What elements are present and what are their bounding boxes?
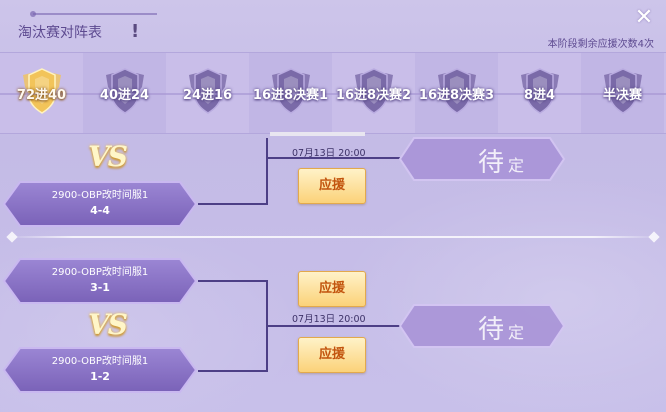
shield-icon: [189, 68, 227, 114]
pending-slot: 待定: [398, 303, 566, 349]
stage-tab-label: 40进24: [99, 88, 150, 103]
vs-label: VS: [88, 140, 128, 173]
stage-tab-label: 16进8决赛1: [252, 88, 329, 103]
pending-slot: 待定: [398, 136, 566, 182]
close-button[interactable]: ✕: [634, 5, 654, 30]
stage-tab[interactable]: 72进40: [0, 53, 83, 133]
separator-dot: [648, 231, 660, 243]
match-time: 07月13日 20:00: [292, 314, 366, 325]
bracket-line: [266, 157, 400, 159]
remaining-cheer-count: 本阶段剩余应援次数4次: [547, 39, 654, 50]
shield-icon: [106, 68, 144, 114]
stage-tab[interactable]: 8进4: [498, 53, 581, 133]
stage-tab[interactable]: 24进16: [166, 53, 249, 133]
pending-text: 待定: [478, 148, 529, 178]
title-decoration-line: [33, 13, 157, 15]
team-name: 2900-OBP改时间服1: [51, 356, 149, 367]
pending-text: 待定: [478, 315, 529, 345]
stage-tab-label: 半决赛: [602, 88, 642, 103]
info-icon[interactable]: !: [131, 21, 140, 42]
bracket-line: [266, 325, 400, 327]
stage-tab-label: 24进16: [182, 88, 233, 103]
team-name: 2900-OBP改时间服1: [51, 267, 149, 278]
team-score: 1-2: [90, 370, 110, 383]
shield-icon: [272, 68, 310, 114]
stage-tab-label: 16进8决赛2: [335, 88, 412, 103]
vs-label: VS: [88, 308, 128, 341]
divider: [270, 132, 365, 136]
header: 淘汰赛对阵表 ! ✕ 本阶段剩余应援次数4次: [0, 0, 666, 52]
cheer-button[interactable]: 应援: [298, 168, 366, 204]
stage-tab[interactable]: 16进8决赛1: [249, 53, 332, 133]
cheer-button[interactable]: 应援: [298, 271, 366, 307]
shield-icon: [438, 68, 476, 114]
stage-tab-label: 72进40: [16, 88, 67, 103]
shield-icon: [355, 68, 393, 114]
team-plate[interactable]: 2900-OBP改时间服1 4-4: [2, 180, 198, 228]
bracket-line: [266, 138, 268, 205]
team-score: 4-4: [90, 204, 110, 217]
bracket-line: [198, 280, 268, 282]
shield-icon: [604, 68, 642, 114]
team-plate-shape: [2, 181, 198, 227]
bracket-line: [198, 370, 268, 372]
stage-tab[interactable]: 40进24: [83, 53, 166, 133]
stage-tab[interactable]: 半决赛: [581, 53, 664, 133]
team-plate-shape: [2, 258, 198, 304]
stage-tab-label: 16进8决赛3: [418, 88, 495, 103]
match-time: 07月13日 20:00: [292, 148, 366, 159]
stage-tab-label: 8进4: [523, 88, 556, 103]
cheer-button[interactable]: 应援: [298, 337, 366, 373]
bracket-separator: [8, 236, 658, 238]
stage-tab[interactable]: 16进8决赛2: [332, 53, 415, 133]
team-name: 2900-OBP改时间服1: [51, 190, 149, 201]
shield-icon: [23, 68, 61, 114]
team-plate[interactable]: 2900-OBP改时间服1 3-1: [2, 257, 198, 305]
page-title: 淘汰赛对阵表: [18, 25, 102, 41]
team-score: 3-1: [90, 281, 110, 294]
team-plate[interactable]: 2900-OBP改时间服1 1-2: [2, 346, 198, 394]
stage-tabs: 72进40 40进24 24进16 16进8决赛1 16进8决赛2 16进8决赛3 8进4 半…: [0, 52, 666, 134]
team-plate-shape: [2, 347, 198, 393]
bracket-line: [198, 203, 268, 205]
separator-dot: [6, 231, 18, 243]
stage-tab[interactable]: 16进8决赛3: [415, 53, 498, 133]
shield-icon: [521, 68, 559, 114]
pending-plate-shape: [398, 304, 566, 348]
pending-plate-shape: [398, 137, 566, 181]
